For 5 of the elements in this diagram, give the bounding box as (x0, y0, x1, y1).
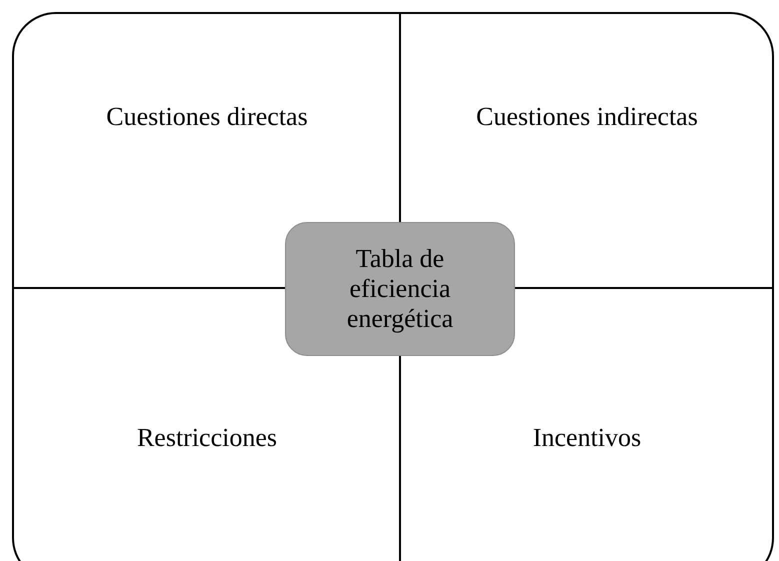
topic-box: Tabla de eficiencia energética (285, 222, 515, 356)
quadrant-label: Restricciones (136, 422, 278, 452)
quadrant-label: Cuestiones indirectas (476, 102, 698, 132)
quadrant-label: Incentivos (532, 422, 642, 452)
quadrant-label: Cuestiones directas (106, 102, 308, 132)
